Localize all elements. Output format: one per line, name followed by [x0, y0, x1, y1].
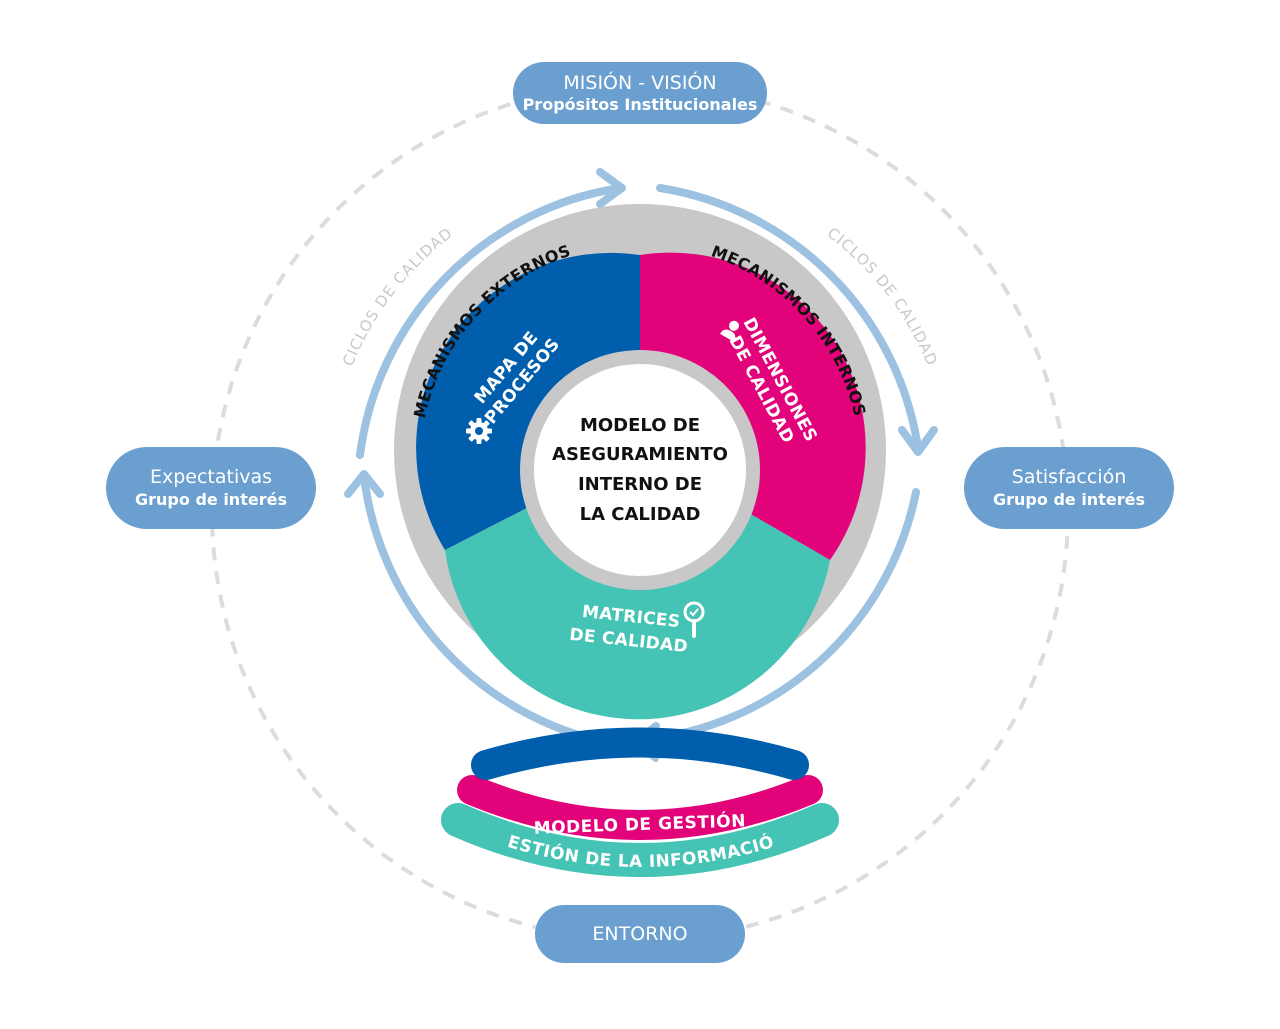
band-information	[441, 803, 839, 877]
satisfaction-title: Satisfacción	[1012, 466, 1127, 488]
mission-vision-title: MISIÓN - VISIÓN	[563, 70, 716, 94]
satisfaction-subtitle: Grupo de interés	[993, 490, 1145, 509]
satisfaction-pill: Satisfacción Grupo de interés	[964, 447, 1174, 529]
center-line-3: INTERNO DE	[578, 474, 702, 495]
arrow-top-right	[656, 184, 922, 452]
environment-pill: ENTORNO	[535, 905, 745, 963]
person-icon	[720, 320, 739, 342]
expectations-title: Expectativas	[150, 466, 272, 488]
band-culture	[471, 727, 809, 780]
segment-dimensions	[640, 252, 866, 560]
mission-vision-subtitle: Propósitos Institucionales	[523, 95, 758, 114]
arrowhead-top-right	[898, 426, 938, 456]
foundation-bands	[441, 727, 839, 877]
arrow-bottom-left	[360, 472, 600, 744]
cycle-arrows	[344, 168, 938, 762]
arrowhead-bottom-left	[344, 470, 384, 498]
center-line-1: MODELO DE	[580, 415, 700, 436]
center-title: MODELO DE ASEGURAMIENTO INTERNO DE LA CA…	[552, 415, 728, 525]
center-line-4: LA CALIDAD	[580, 504, 701, 525]
arrow-top-left	[356, 184, 624, 459]
mission-vision-pill: MISIÓN - VISIÓN Propósitos Institucional…	[513, 62, 767, 124]
magnifier-check-icon	[683, 601, 705, 638]
band-management	[457, 775, 823, 840]
center-core	[534, 364, 746, 576]
environment-title: ENTORNO	[592, 923, 687, 945]
center-line-2: ASEGURAMIENTO	[552, 444, 728, 465]
expectations-subtitle: Grupo de interés	[135, 490, 287, 509]
arrow-bottom-right	[636, 488, 920, 744]
arrowhead-top-left	[596, 168, 626, 208]
gear-icon	[466, 418, 492, 444]
expectations-pill: Expectativas Grupo de interés	[106, 447, 316, 529]
